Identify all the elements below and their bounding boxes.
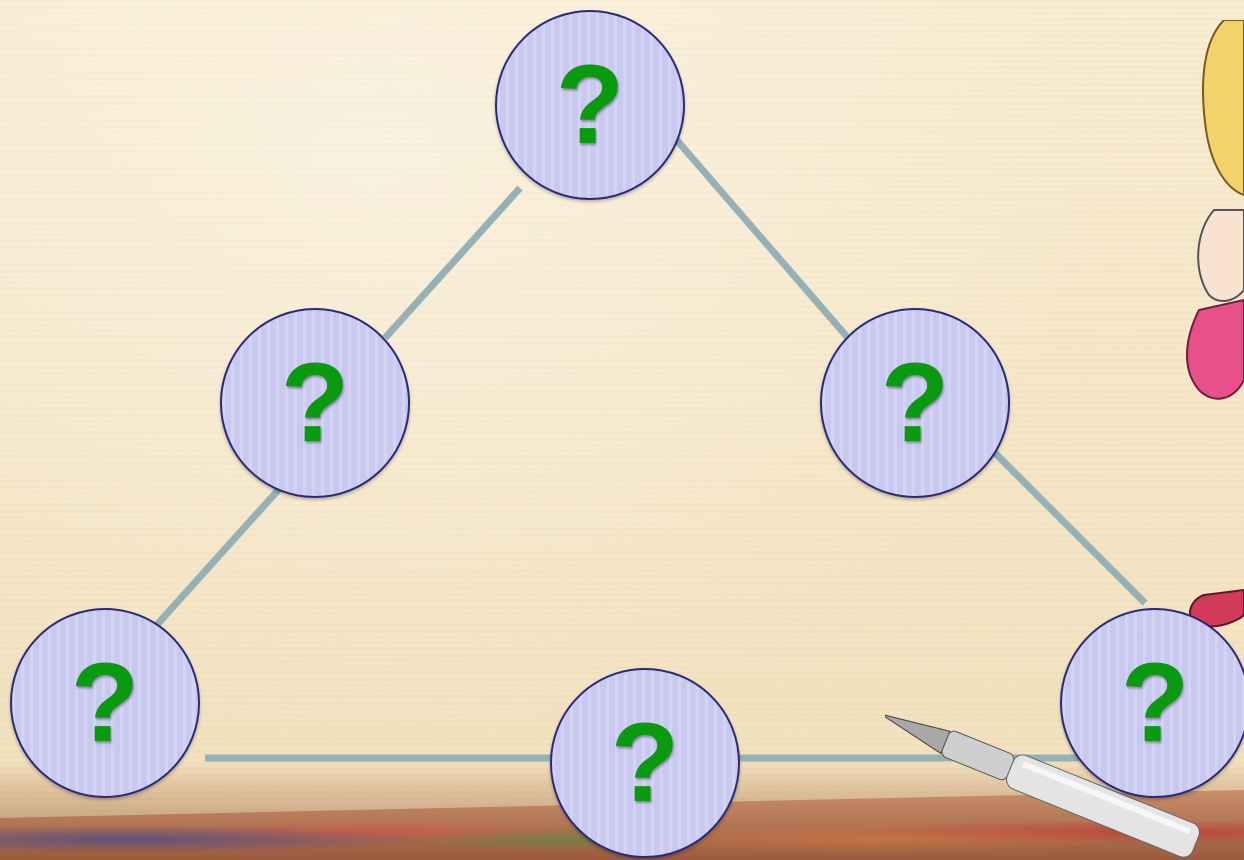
connector-midright-bottomright: [985, 443, 1145, 603]
connector-midleft-bottomleft: [145, 488, 280, 638]
node-mid-left[interactable]: ?: [220, 308, 410, 498]
question-mark: ?: [611, 707, 679, 819]
question-mark: ?: [881, 347, 949, 459]
cartoon-girl-image: [1184, 20, 1244, 640]
question-mark: ?: [71, 647, 139, 759]
node-top[interactable]: ?: [495, 10, 685, 200]
question-mark: ?: [556, 49, 624, 161]
node-bottom-center[interactable]: ?: [550, 668, 740, 858]
connector-top-midleft: [385, 188, 520, 338]
node-bottom-left[interactable]: ?: [10, 608, 200, 798]
question-mark: ?: [1121, 647, 1189, 759]
connector-top-midright: [655, 115, 848, 338]
node-mid-right[interactable]: ?: [820, 308, 1010, 498]
node-bottom-right[interactable]: ?: [1060, 608, 1244, 798]
question-mark: ?: [281, 347, 349, 459]
